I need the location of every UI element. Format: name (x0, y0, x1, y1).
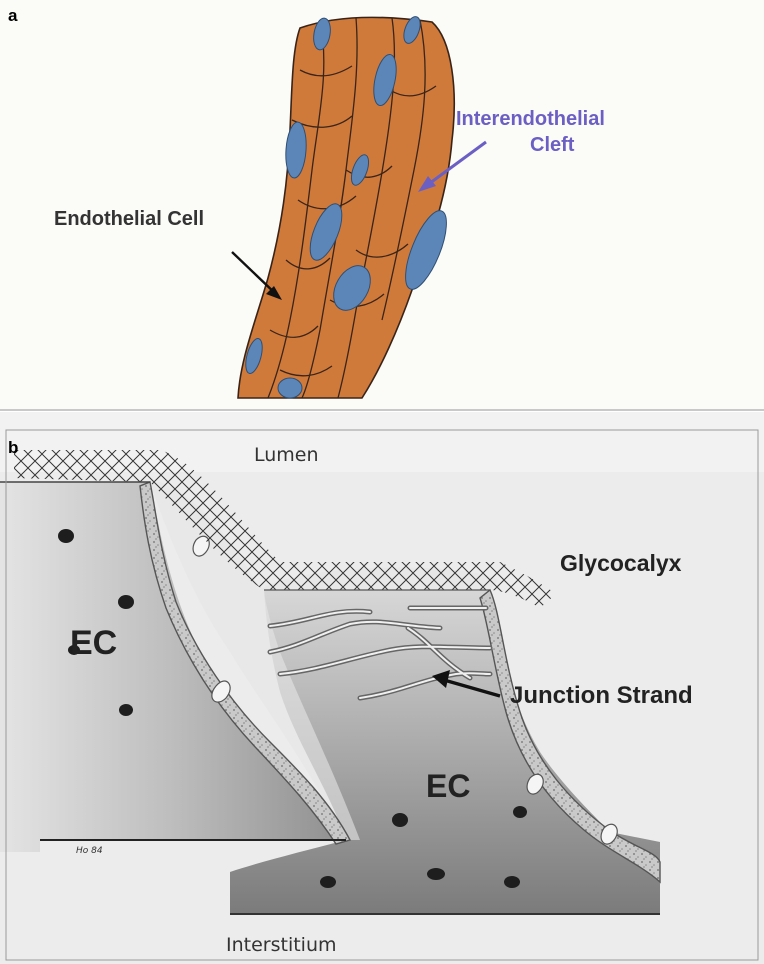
glycocalyx-label: Glycocalyx (560, 550, 681, 577)
ec-right-label: EC (426, 768, 470, 805)
lumen-label: Lumen (254, 444, 319, 466)
panel-b: b Lumen Glycocalyx EC EC Junction Strand… (0, 412, 764, 964)
panel-b-letter: b (8, 438, 18, 458)
interstitium-label: Interstitium (226, 934, 337, 956)
cleft-label: Cleft (530, 134, 574, 157)
interendothelial-label: Interendothelial (456, 108, 605, 131)
endothelium-illustration (0, 0, 764, 410)
artist-mark: Ho 84 (76, 846, 103, 856)
junction-strand-label: Junction Strand (510, 682, 693, 710)
endothelial-cell-label: Endothelial Cell (54, 208, 204, 231)
ec-left-label: EC (70, 624, 117, 663)
panel-a: a Endothelial Cell Interendothelial Clef… (0, 0, 764, 410)
panel-a-letter: a (8, 6, 17, 26)
panel-divider (0, 409, 764, 411)
vessel-wall (238, 17, 454, 398)
